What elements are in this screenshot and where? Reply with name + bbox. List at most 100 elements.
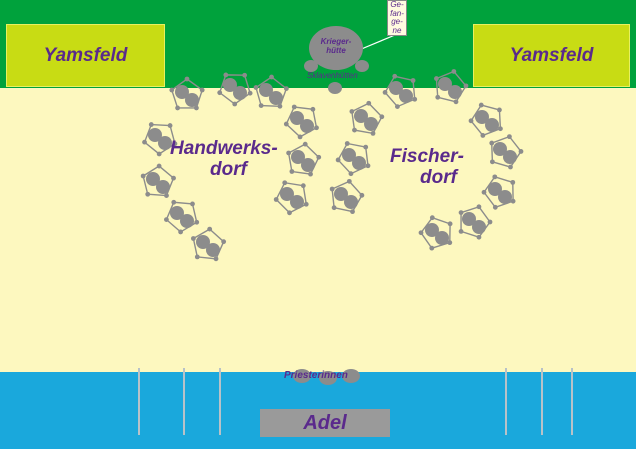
hut xyxy=(233,86,247,100)
fence-post xyxy=(429,245,435,251)
hut xyxy=(352,156,366,170)
hut xyxy=(170,206,184,220)
fence-post xyxy=(363,144,369,150)
hut xyxy=(158,136,172,150)
fence-post xyxy=(359,192,365,198)
fence-post xyxy=(232,101,238,107)
fence-post xyxy=(142,139,147,145)
fence-post xyxy=(308,171,313,177)
handwerksdorf-line1: Handwerks- xyxy=(170,138,278,159)
compound-fence xyxy=(470,104,502,137)
fence-post xyxy=(283,121,289,127)
hut xyxy=(334,187,348,201)
gefangene-connector xyxy=(358,34,396,51)
fence-post xyxy=(194,254,200,260)
fence-post xyxy=(194,105,199,111)
compound-fence xyxy=(384,75,416,108)
fence-post xyxy=(510,198,516,204)
fence-post xyxy=(269,74,274,80)
fence-post xyxy=(329,186,335,192)
hut xyxy=(399,89,413,103)
krieger-label-line1: Krieger- xyxy=(320,37,352,46)
priestess-hut xyxy=(293,369,311,383)
hut xyxy=(364,117,378,131)
fence-post xyxy=(476,234,482,240)
fence-post xyxy=(289,169,295,174)
fence-post xyxy=(213,256,219,262)
fence-post xyxy=(468,118,474,124)
fence-post xyxy=(429,215,435,221)
fence-post xyxy=(164,217,169,222)
fence-post xyxy=(156,151,162,157)
compound-fence xyxy=(192,228,225,260)
compound-fence xyxy=(218,74,251,105)
fence-post xyxy=(194,219,200,225)
fence-post xyxy=(172,141,178,147)
fence-post xyxy=(302,141,308,147)
yamsfeld-left: Yamsfeld xyxy=(6,24,165,87)
compound-fence xyxy=(255,76,288,107)
fence-post xyxy=(331,205,337,211)
fence-post xyxy=(145,191,151,197)
fence-post xyxy=(435,94,441,100)
fence-post xyxy=(348,171,354,177)
hut xyxy=(259,83,273,97)
hut xyxy=(435,231,449,245)
fence-post xyxy=(282,180,288,186)
fence-post xyxy=(447,221,453,227)
fence-post xyxy=(283,86,289,91)
hut xyxy=(290,111,304,125)
fence-post xyxy=(434,76,439,81)
slave-hut xyxy=(355,60,369,72)
fence-post xyxy=(480,133,486,138)
hut xyxy=(498,190,512,204)
fence-post xyxy=(273,197,279,202)
fence-post xyxy=(291,104,297,110)
fence-post xyxy=(410,78,416,83)
fence-post xyxy=(366,100,372,106)
compound-fence xyxy=(275,181,308,214)
fence-post xyxy=(518,149,524,154)
fence-post xyxy=(171,199,177,205)
fence-post xyxy=(287,210,292,216)
fence-post xyxy=(171,175,176,181)
fence-post xyxy=(350,209,355,215)
fence-post xyxy=(223,72,229,78)
fence-post xyxy=(510,179,516,185)
fence-post xyxy=(487,219,493,225)
fence-post xyxy=(300,183,306,189)
hut xyxy=(223,78,237,92)
yamsfeld-right: Yamsfeld xyxy=(473,24,630,87)
fence-post xyxy=(352,127,357,133)
fence-post xyxy=(156,163,162,169)
hut xyxy=(146,172,160,186)
fence-post xyxy=(478,102,484,108)
fence-post xyxy=(453,99,459,105)
fence-post xyxy=(314,125,319,131)
yamsfeld-right-label: Yamsfeld xyxy=(509,44,594,66)
hut xyxy=(291,150,305,164)
hut xyxy=(462,212,476,226)
fence-post xyxy=(199,87,205,93)
compound-fence xyxy=(460,205,491,239)
slave-hut xyxy=(304,60,318,72)
fence-post xyxy=(458,210,464,215)
fence-post xyxy=(310,106,316,112)
fence-post xyxy=(476,204,482,210)
adel-label: Adel xyxy=(303,411,347,434)
fence-post xyxy=(395,104,400,109)
fence-post xyxy=(463,83,469,89)
compound-fence xyxy=(142,165,175,197)
compound-fence xyxy=(351,102,383,135)
fischerdorf-line1: Fischer- xyxy=(390,146,464,167)
hut xyxy=(485,118,499,132)
fence-post xyxy=(451,69,457,74)
fence-post xyxy=(489,159,495,165)
compound-fence xyxy=(170,78,204,109)
fence-post xyxy=(418,230,424,236)
fence-post xyxy=(379,114,385,120)
hut xyxy=(156,180,170,194)
fence-post xyxy=(365,163,371,169)
hut xyxy=(175,85,189,99)
